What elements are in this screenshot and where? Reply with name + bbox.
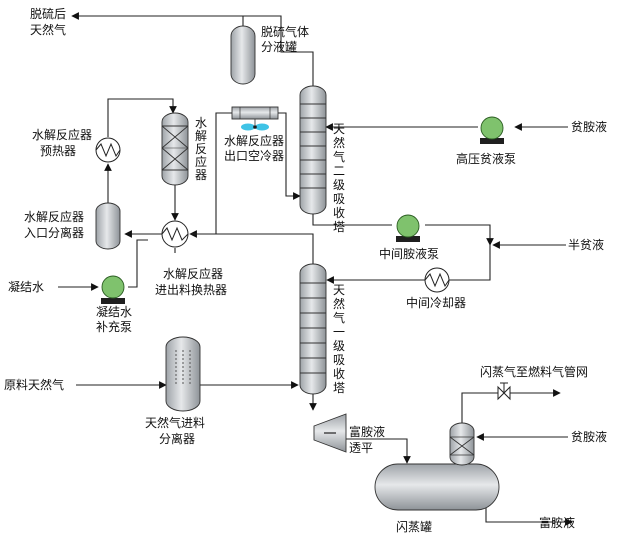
absorber2-label-5: 级 — [333, 178, 345, 192]
turbine-label-2: 透平 — [349, 441, 373, 455]
condensate-pump-out-line — [128, 239, 148, 288]
middle-pump-label: 中间胺液泵 — [379, 246, 439, 261]
feed-separator[interactable] — [165, 336, 201, 412]
raw-gas-label: 原料天然气 — [4, 377, 64, 392]
rich-amine-turbine[interactable] — [313, 413, 347, 453]
middle-cooler[interactable] — [424, 267, 450, 293]
aircooler-to-absorber2-line — [278, 112, 301, 200]
rich-amine-out-label: 富胺液 — [539, 515, 575, 530]
reactor-label-1: 水 — [195, 116, 207, 130]
absorber1-label-7: 收 — [333, 367, 345, 381]
absorber1-label-1: 天 — [333, 283, 345, 297]
hx-to-aircooler-line — [190, 112, 232, 235]
reactor-label-4: 应 — [195, 154, 207, 169]
absorber2-label-3: 气 — [333, 149, 345, 164]
middle-pump-out-line — [425, 224, 494, 246]
absorber2-label-2: 然 — [333, 135, 345, 150]
process-lines — [58, 12, 573, 526]
desulf-separator-label-1: 脱硫气体 — [261, 24, 309, 39]
absorber2-label-8: 塔 — [333, 220, 345, 234]
absorber2-bottom-line — [312, 212, 392, 226]
condensate-pump-label-1: 凝结水 — [96, 304, 132, 319]
flash-tank[interactable] — [374, 422, 500, 511]
inlet-separator-label-2: 入口分离器 — [24, 225, 84, 240]
feed-effluent-heat-exchanger[interactable] — [161, 220, 189, 248]
absorber1-overhead-line — [189, 230, 314, 266]
hydrolysis-reactor[interactable] — [161, 112, 189, 186]
absorber2-label-1: 天 — [333, 122, 345, 136]
feed-separator-label-2: 分离器 — [159, 431, 195, 446]
flash-tank-label: 闪蒸罐 — [396, 520, 432, 534]
rich-amine-out-line — [485, 507, 573, 526]
feed-separator-label-1: 天然气进料 — [145, 415, 205, 430]
turbine-label-1: 富胺液 — [349, 424, 385, 439]
flash-gas-line — [461, 389, 561, 423]
absorber1-label-6: 吸 — [333, 353, 345, 367]
desulf-gas-separator[interactable] — [230, 25, 256, 85]
turbine-to-flash-line — [346, 438, 411, 464]
labels: 脱硫后 天然气 脱硫气体 分液罐 贫胺液 高压贫液泵 水解反应器 预热器 水 解… — [4, 6, 607, 534]
fan-blade-right-icon — [255, 123, 269, 131]
absorber1-label-2: 然 — [333, 296, 345, 311]
lean-amine-bottom-label: 贫胺液 — [571, 429, 607, 444]
absorber1-label-3: 气 — [333, 310, 345, 325]
condensate-label: 凝结水 — [8, 279, 44, 294]
middle-cooler-label: 中间冷却器 — [406, 295, 466, 310]
to-middle-cooler-line — [449, 245, 491, 281]
semi-lean-label: 半贫液 — [568, 237, 604, 252]
desulf-separator-label-2: 分液罐 — [261, 39, 297, 54]
inlet-separator-label-1: 水解反应器 — [24, 209, 84, 224]
hydrolysis-preheater[interactable] — [95, 137, 121, 163]
absorber1-label-8: 塔 — [333, 381, 345, 395]
hp-lean-pump[interactable] — [480, 116, 504, 144]
aircooler-label-2: 出口空冷器 — [224, 149, 284, 163]
preheater-to-reactor-line — [107, 98, 177, 137]
middle-amine-pump[interactable] — [396, 214, 420, 242]
absorber-1-column[interactable] — [299, 263, 327, 395]
condensate-pump-label-2: 补充泵 — [96, 319, 132, 334]
fan-blade-left-icon — [241, 123, 255, 131]
absorber-2-column[interactable] — [299, 85, 327, 215]
absorber2-label-4: 二 — [333, 164, 345, 178]
aircooler-label-1: 水解反应器 — [224, 133, 284, 148]
flash-gas-valve-icon[interactable] — [497, 382, 511, 401]
hp-lean-pump-label: 高压贫液泵 — [456, 151, 516, 166]
flash-gas-label: 闪蒸气至燃料气管网 — [480, 364, 588, 379]
condensate-pump[interactable] — [101, 275, 125, 304]
desulf-gas-label-1: 脱硫后 — [30, 6, 66, 21]
hx-label-1: 水解反应器 — [163, 266, 223, 281]
reactor-label-2: 解 — [195, 129, 207, 143]
lean-amine-top-label: 贫胺液 — [571, 119, 607, 134]
hx-label-2: 进出料换热器 — [155, 283, 227, 297]
absorber1-label-4: 一 — [333, 325, 345, 339]
absorber2-overhead-line — [243, 15, 314, 88]
outlet-air-cooler[interactable] — [231, 106, 279, 131]
inlet-separator[interactable] — [95, 202, 121, 250]
reactor-label-5: 器 — [195, 168, 207, 182]
preheater-label-2: 预热器 — [40, 144, 76, 158]
absorber2-label-6: 吸 — [333, 192, 345, 206]
absorber2-label-7: 收 — [333, 206, 345, 220]
desulf-gas-label-2: 天然气 — [30, 22, 66, 37]
preheater-label-1: 水解反应器 — [32, 127, 92, 142]
reactor-label-3: 反 — [195, 142, 207, 156]
absorber1-label-5: 级 — [333, 339, 345, 353]
